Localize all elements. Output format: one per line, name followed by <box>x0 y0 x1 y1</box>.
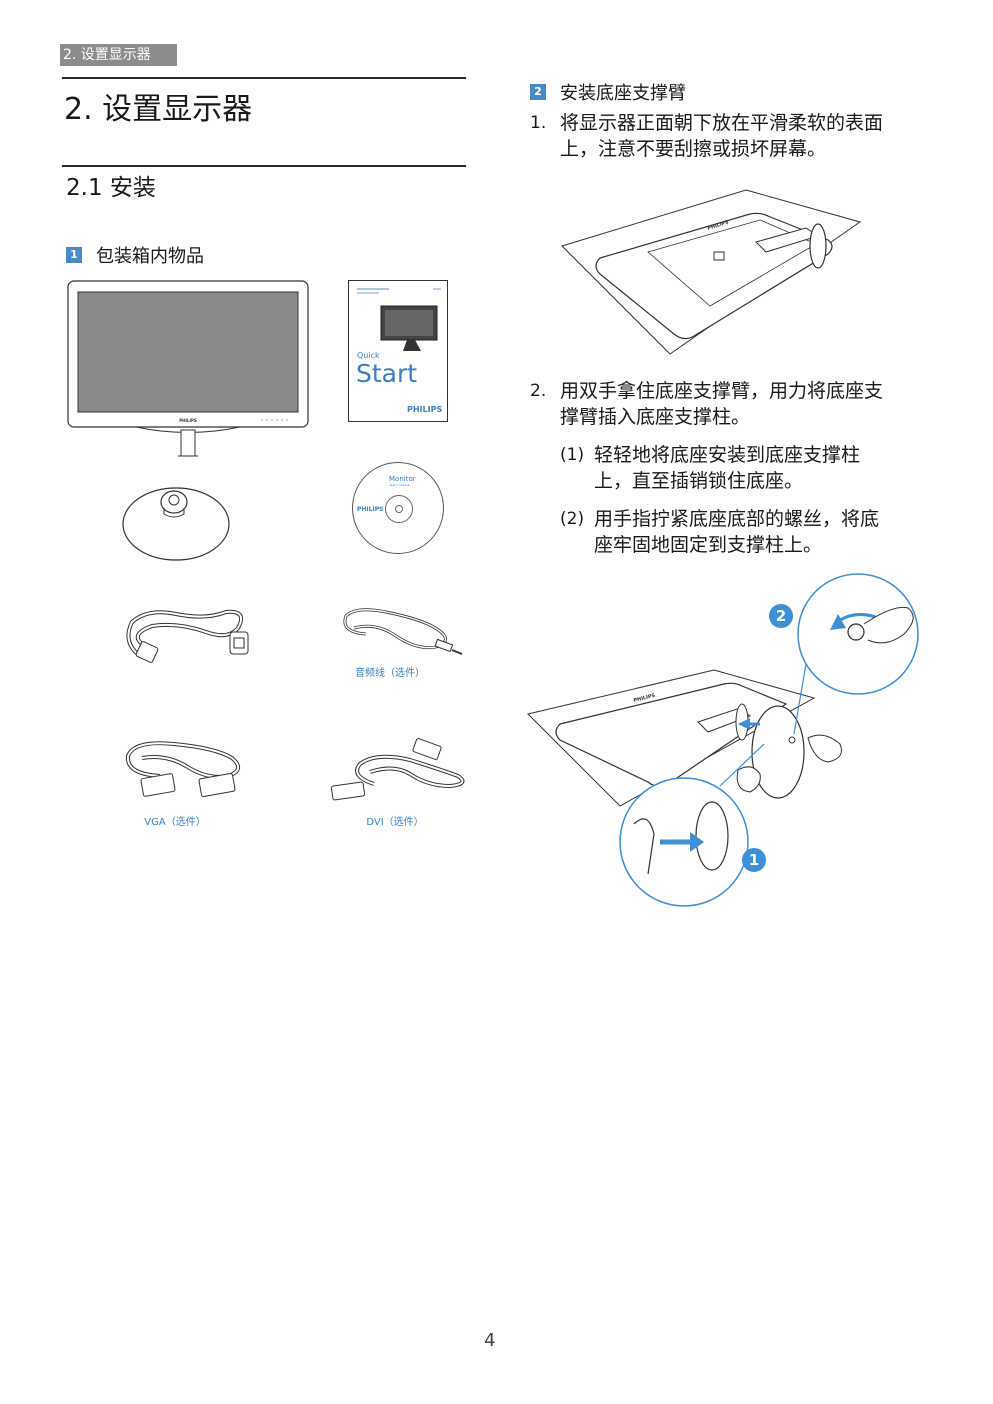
step-1: 1. 将显示器正面朝下放在平滑柔软的表面 上，注意不要刮擦或损坏屏幕。 <box>530 110 930 162</box>
cd-title: Monitor <box>389 475 416 483</box>
dvi-cable-illustration <box>330 738 465 801</box>
chapter-title: 2. 设置显示器 <box>64 92 253 127</box>
manual-cd: Monitor user's manual PHILIPS <box>352 462 444 554</box>
substep-1: (1) 轻轻地将底座安装到底座支撑柱 上，直至插销锁住底座。 <box>560 442 920 494</box>
step-number-badge: 1 <box>66 247 82 263</box>
audio-cable-illustration <box>343 608 463 655</box>
face-down-monitor-figure: PHILIPS <box>561 189 862 355</box>
install-base-title: 安装底座支撑臂 <box>560 83 686 104</box>
page-number: 4 <box>484 1330 496 1351</box>
callout-1: 1 <box>742 848 766 872</box>
cd-brand: PHILIPS <box>357 506 384 513</box>
quick-start-big-label: Start <box>356 359 418 388</box>
step-1-line-2: 上，注意不要刮擦或损坏屏幕。 <box>560 138 827 160</box>
quick-start-booklet: Quick Start PHILIPS <box>348 280 448 422</box>
chapter-header-tab: 2. 设置显示器 <box>60 44 177 66</box>
attach-base-figure: PHILIPS <box>527 573 919 907</box>
step-1-number: 1. <box>530 113 547 133</box>
callout-2: 2 <box>769 604 793 628</box>
cd-subtitle: user's manual <box>389 483 411 487</box>
step-2-line-1: 用双手拿住底座支撑臂，用力将底座支 <box>560 380 884 402</box>
substep-2: (2) 用手指拧紧底座底部的螺丝，将底 座牢固地固定到支撑柱上。 <box>560 506 930 558</box>
package-contents-heading: 1 包装箱内物品 <box>66 242 204 268</box>
dvi-cable-caption: DVI（选件） <box>366 817 424 828</box>
monitor-brand-text: PHILIPS <box>179 418 197 423</box>
step-2: 2. 用双手拿住底座支撑臂，用力将底座支 撑臂插入底座支撑柱。 <box>530 378 930 430</box>
audio-cable-caption: 音频线（选件） <box>355 668 425 679</box>
quick-start-small-label: Quick <box>357 351 380 360</box>
substep-1-line-1: 轻轻地将底座安装到底座支撑柱 <box>594 444 861 466</box>
section-title: 2.1 安装 <box>66 175 156 201</box>
package-contents-title: 包装箱内物品 <box>96 246 204 267</box>
substep-1-number: (1) <box>560 445 585 465</box>
monitor-illustration: PHILIPS <box>67 280 309 457</box>
substep-1-line-2: 上，直至插销锁住底座。 <box>594 470 804 492</box>
chapter-header-label: 2. 设置显示器 <box>63 47 151 63</box>
title-rule <box>62 77 466 79</box>
quick-start-brand: PHILIPS <box>407 405 443 414</box>
section-rule <box>62 165 466 167</box>
step-number-badge: 2 <box>530 84 546 100</box>
figure2-brand: PHILIPS <box>633 693 656 704</box>
vga-cable-illustration <box>125 741 240 797</box>
step-1-line-1: 将显示器正面朝下放在平滑柔软的表面 <box>560 112 884 134</box>
substep-2-number: (2) <box>560 509 585 529</box>
substep-2-line-1: 用手指拧紧底座底部的螺丝，将底 <box>594 508 880 530</box>
vga-cable-caption: VGA（选件） <box>144 817 206 828</box>
install-base-heading: 2 安装底座支撑臂 <box>530 79 686 105</box>
substep-2-line-2: 座牢固地固定到支撑柱上。 <box>594 534 823 556</box>
power-cable-illustration <box>126 609 249 663</box>
step-2-number: 2. <box>530 381 547 401</box>
step-2-line-2: 撑臂插入底座支撑柱。 <box>560 406 751 428</box>
monitor-base-illustration <box>122 487 230 561</box>
